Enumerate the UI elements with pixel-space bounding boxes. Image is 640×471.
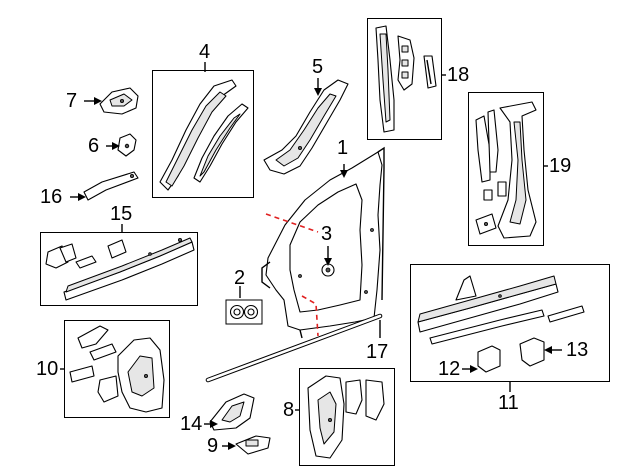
- part-18-hinge-pillar-drawing: [375, 25, 437, 133]
- callout-1: 1: [337, 137, 349, 159]
- part-2-grommets-drawing: [225, 299, 263, 325]
- part-14-bracket-drawing: [209, 393, 255, 431]
- part-1-body-side-drawing: [261, 146, 385, 339]
- part-6-bracket-drawing: [117, 133, 137, 157]
- callout-7: 7: [66, 90, 78, 112]
- callout-13: 13: [566, 339, 589, 361]
- part-16-bar-drawing: [83, 171, 139, 201]
- part-15-rocker-drawing: [45, 237, 195, 301]
- callout-12: 12: [438, 358, 461, 380]
- callout-16: 16: [40, 186, 63, 208]
- part-13-bracket-drawing: [519, 337, 545, 367]
- callout-9: 9: [207, 435, 219, 457]
- callout-6: 6: [88, 135, 100, 157]
- callout-17: 17: [366, 341, 389, 363]
- callout-4: 4: [199, 41, 211, 63]
- part-8-lower-pillar-drawing: [307, 375, 385, 459]
- part-7-bracket-drawing: [99, 87, 139, 115]
- callout-8: 8: [283, 399, 295, 421]
- callout-10: 10: [36, 358, 59, 380]
- callout-15: 15: [110, 203, 133, 225]
- part-11-rocker-drawing: [417, 275, 585, 345]
- leader-lines: [60, 62, 562, 450]
- callout-18: 18: [447, 64, 470, 86]
- callout-19: 19: [549, 155, 572, 177]
- part-9-plate-drawing: [235, 435, 271, 455]
- section-cut-lines: [265, 213, 319, 337]
- callout-5: 5: [312, 56, 324, 78]
- callout-14: 14: [180, 413, 203, 435]
- part-19-center-pillar-drawing: [475, 101, 537, 239]
- callout-3: 3: [321, 223, 333, 245]
- part-5-reinforcement-drawing: [263, 79, 349, 175]
- part-17-rod-drawing: [205, 313, 383, 383]
- part-12-bracket-drawing: [477, 345, 501, 373]
- part-4-pillar-drawing: [159, 79, 249, 191]
- callout-11: 11: [498, 392, 519, 414]
- part-10-reinforcement-drawing: [69, 325, 165, 413]
- callout-2: 2: [234, 267, 246, 289]
